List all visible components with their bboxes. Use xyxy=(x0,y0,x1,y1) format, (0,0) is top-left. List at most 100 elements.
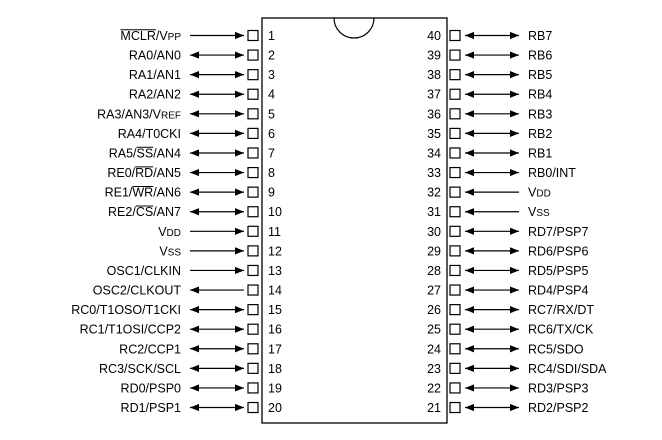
arrow-head xyxy=(190,129,199,137)
pin-number: 6 xyxy=(268,127,275,141)
pin-label-part: RC7/RX/DT xyxy=(528,303,594,317)
pin-number: 38 xyxy=(427,68,441,82)
arrow-head xyxy=(465,149,474,157)
pin-label-part: RD2/PSP2 xyxy=(528,401,588,415)
pin-pad xyxy=(449,304,461,316)
pin-number: 5 xyxy=(268,107,275,121)
pin-label-part: RA4/T0CKI xyxy=(118,127,181,141)
pin-number: 1 xyxy=(268,29,275,43)
arrow-head xyxy=(235,90,244,98)
pin-6: RA4/T0CKI 6 xyxy=(118,127,275,141)
pin-label-part: RD7/PSP7 xyxy=(528,225,588,239)
pin-pad xyxy=(247,88,259,100)
pin-number: 28 xyxy=(427,264,441,278)
pin-label-part: RD4/PSP4 xyxy=(528,284,588,298)
pin-label-part: RE1/ xyxy=(105,186,133,200)
pin-label-part: RA2/AN2 xyxy=(129,88,181,102)
pin-label: RC3/SCK/SCL xyxy=(99,362,181,376)
pin-label-part: SS xyxy=(168,247,182,258)
arrow-head xyxy=(190,325,199,333)
arrow-head xyxy=(190,345,199,353)
pin-label: RE2/CS/AN7 xyxy=(108,205,181,219)
pin-label: RD6/PSP6 xyxy=(528,244,588,258)
pin-number: 27 xyxy=(427,284,441,298)
pin-label: VDD xyxy=(158,225,181,239)
pin-label: RD5/PSP5 xyxy=(528,264,588,278)
pin-30: RD7/PSP7 30 xyxy=(427,225,588,239)
pin-pad xyxy=(449,382,461,394)
pin-label: RB3 xyxy=(528,107,552,121)
pin-label-part: RA5/ xyxy=(109,146,137,160)
pin-pad xyxy=(247,401,259,414)
arrow-head xyxy=(465,90,474,98)
arrow-head xyxy=(510,325,519,333)
pin-label: RC6/TX/CK xyxy=(528,323,594,337)
arrow-head xyxy=(465,266,474,275)
pin-pad xyxy=(247,166,259,179)
pin-26: RC7/RX/DT 26 xyxy=(427,303,594,317)
pin-label-part: DD xyxy=(536,189,550,200)
arrow-head xyxy=(190,90,199,98)
arrow-head xyxy=(235,208,244,216)
pin-label: RD7/PSP7 xyxy=(528,225,588,239)
pin-label: RB4 xyxy=(528,88,552,102)
pin-pad xyxy=(449,29,461,42)
pin-label-part: RC3/SCK/SCL xyxy=(99,362,181,376)
arrow-head xyxy=(235,384,244,392)
pin-label: RC5/SDO xyxy=(528,342,584,356)
pin-pad xyxy=(247,382,259,394)
pin-27: RD4/PSP4 27 xyxy=(427,284,588,298)
pin-label: VDD xyxy=(528,186,551,200)
pin-label: RC4/SDI/SDA xyxy=(528,362,607,376)
arrow-head xyxy=(510,247,519,255)
arrow-head xyxy=(190,306,199,314)
pin-label: RE1/WR/AN6 xyxy=(105,186,181,200)
pin-number: 16 xyxy=(268,323,282,337)
arrow-head xyxy=(510,384,519,392)
pin-label-part: RC5/SDO xyxy=(528,342,584,356)
arrow-head xyxy=(190,403,199,412)
arrow-head xyxy=(465,364,474,372)
pin-label-part: RA1/AN1 xyxy=(129,68,181,82)
arrow-head xyxy=(510,227,519,235)
pin-label-part: RB4 xyxy=(528,88,552,102)
pin-label: RD0/PSP0 xyxy=(121,381,181,395)
pin-number: 39 xyxy=(427,49,441,63)
pin-number: 17 xyxy=(268,342,282,356)
pin-label: RC2/CCP1 xyxy=(119,342,181,356)
pin-pad xyxy=(449,147,461,159)
arrow-head xyxy=(465,71,474,79)
pin-label-part: OSC2/CLKOUT xyxy=(93,284,182,298)
pin-label-part: RB1 xyxy=(528,146,552,160)
pin-label: RA2/AN2 xyxy=(129,88,181,102)
arrow-head xyxy=(465,168,474,177)
pin-label-part: DD xyxy=(167,228,181,239)
pin-label: RB5 xyxy=(528,68,552,82)
pin-label-part: RD5/PSP5 xyxy=(528,264,588,278)
pin-label-part: RA3/AN3/V xyxy=(97,107,162,121)
pin-number: 40 xyxy=(427,29,441,43)
arrow-head xyxy=(235,51,244,59)
pin-number: 26 xyxy=(427,303,441,317)
arrow-head xyxy=(235,266,244,275)
arrow-head xyxy=(465,403,474,412)
arrow-head xyxy=(190,286,199,294)
arrow-head xyxy=(235,188,244,196)
arrow-head xyxy=(235,306,244,314)
pin-label-part: /AN5 xyxy=(153,166,181,180)
pin-number: 35 xyxy=(427,127,441,141)
pin-number: 30 xyxy=(427,225,441,239)
pin-label-part: /AN4 xyxy=(153,146,181,160)
arrow-head xyxy=(510,266,519,275)
pin-number: 11 xyxy=(268,225,281,239)
